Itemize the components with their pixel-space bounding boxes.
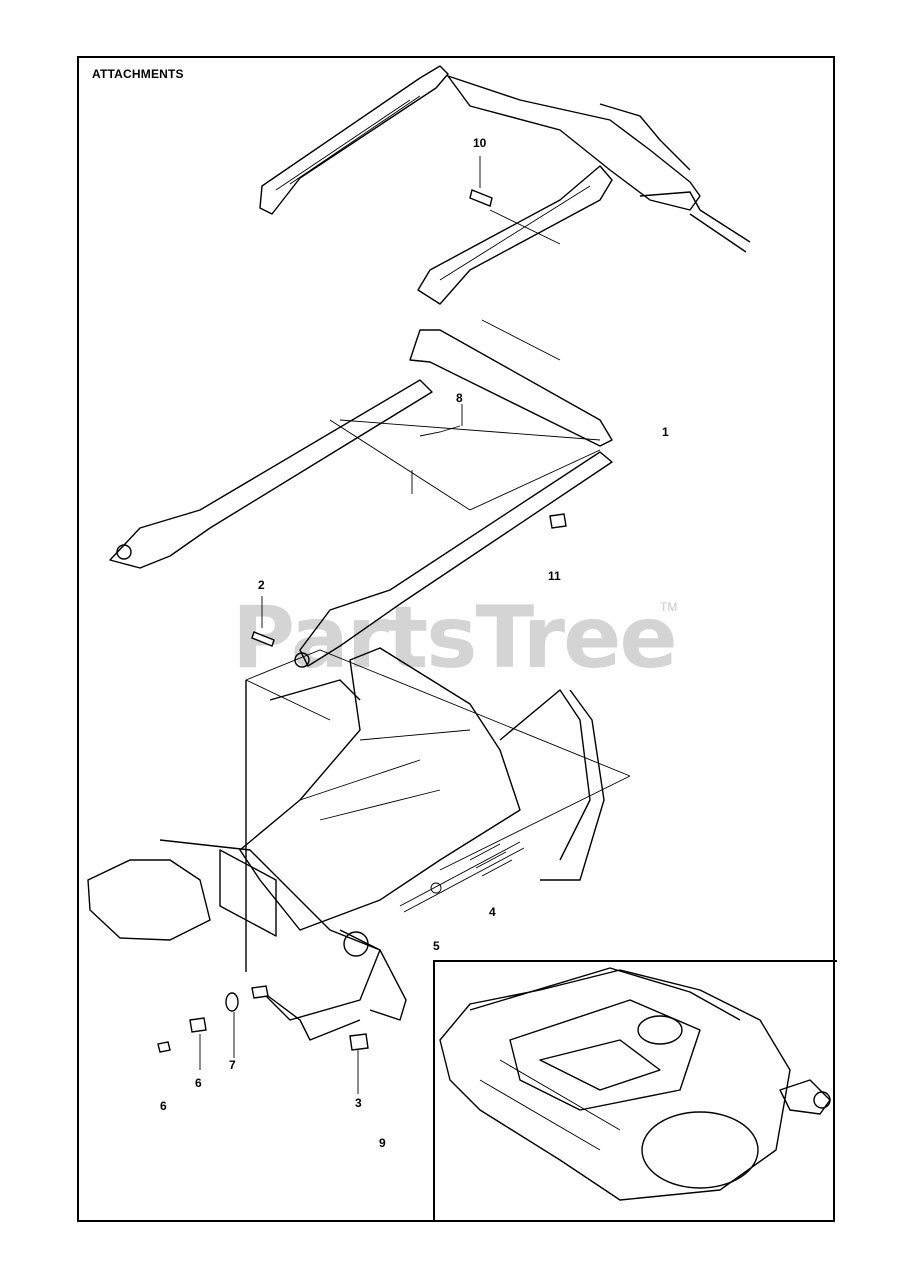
- callout-7: 7: [229, 1058, 236, 1072]
- callout-5: 5: [433, 939, 440, 953]
- callout-10: 10: [473, 136, 487, 150]
- callout-9: 9: [379, 1136, 386, 1150]
- bolt-10: [469, 156, 493, 207]
- lift-frame: [109, 329, 613, 668]
- partstree-watermark: PartsTree: [232, 588, 678, 688]
- link-arm: [417, 165, 613, 305]
- mower-deck: [439, 967, 831, 1201]
- callout-6-lower: 6: [160, 1099, 167, 1113]
- callout-1: 1: [662, 425, 669, 439]
- callout-6-upper: 6: [195, 1076, 202, 1090]
- diagram-title: ATTACHMENTS: [92, 67, 184, 81]
- callout-2: 2: [258, 578, 265, 592]
- hardware-stack: [157, 985, 369, 1094]
- callout-11: 11: [548, 569, 561, 583]
- callout-3: 3: [355, 1096, 362, 1110]
- watermark-tm: TM: [660, 600, 678, 614]
- diagram-frame: [77, 56, 835, 1222]
- inset-panel: [433, 960, 837, 1222]
- callout-4: 4: [489, 905, 496, 919]
- callout-8: 8: [456, 391, 463, 405]
- deck-bracket: [87, 647, 631, 1041]
- bolt-2: [251, 596, 275, 647]
- spring-4: [399, 841, 525, 913]
- upper-lift-arm: [259, 65, 751, 253]
